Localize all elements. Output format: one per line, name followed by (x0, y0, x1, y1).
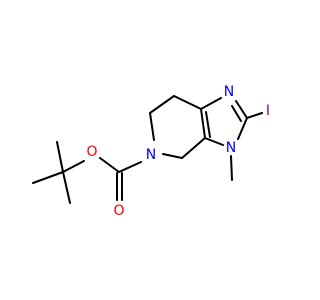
atom-o-ester: O (86, 144, 97, 160)
atom-label-n-imine: N (224, 84, 234, 100)
bond-o-carbonyl-c (99, 157, 120, 173)
atom-label-o-carbonyl: O (113, 203, 124, 219)
bond-fused-c-c-1 (200, 108, 206, 139)
atom-n-ring: N (146, 147, 156, 163)
chemical-structure: O O N N N I (32, 84, 270, 219)
bond-n-imine-c-iodo-2 (231, 105, 242, 122)
atom-n-imine: N (224, 84, 234, 100)
bond-c-iodo-i (246, 112, 263, 119)
bond-tbu-methyl-bottom (62, 171, 71, 204)
bond-tbu-o (62, 160, 85, 173)
bond-tbu-methyl-top (56, 141, 64, 173)
atom-iodine: I (266, 103, 270, 119)
bond-tbu-methyl-left (32, 171, 64, 184)
atom-label-iodine: I (266, 103, 270, 119)
atom-label-n-ring: N (146, 147, 156, 163)
bond-n-ch2-upper (149, 112, 155, 141)
structure-canvas: O O N N N I (32, 84, 270, 219)
atom-label-n-methyl: N (226, 140, 236, 156)
bond-ch2-n-lower (162, 153, 183, 159)
bond-n-methyl-ch3 (230, 155, 233, 181)
atom-n-methyl: N (226, 140, 236, 156)
atom-o-carbonyl: O (113, 203, 124, 219)
bond-fused-c-c-2 (205, 111, 211, 138)
atom-label-o-ester: O (86, 144, 97, 160)
atom-labels: O O N N N I (86, 84, 270, 219)
bonds (32, 95, 263, 204)
bond-c-iodo-n-methyl (237, 117, 248, 140)
bond-carbonyl-c-n (118, 161, 142, 173)
bond-ch2-c-fused-top (173, 95, 202, 110)
bond-ch2-ch2-top (149, 95, 175, 114)
bond-c-fused-n-imine (200, 97, 222, 110)
bond-n-imine-c-iodo-1 (235, 100, 248, 119)
bond-n-methyl-c-fused (204, 137, 224, 146)
bond-c-fused-ch2-lower (181, 137, 206, 159)
